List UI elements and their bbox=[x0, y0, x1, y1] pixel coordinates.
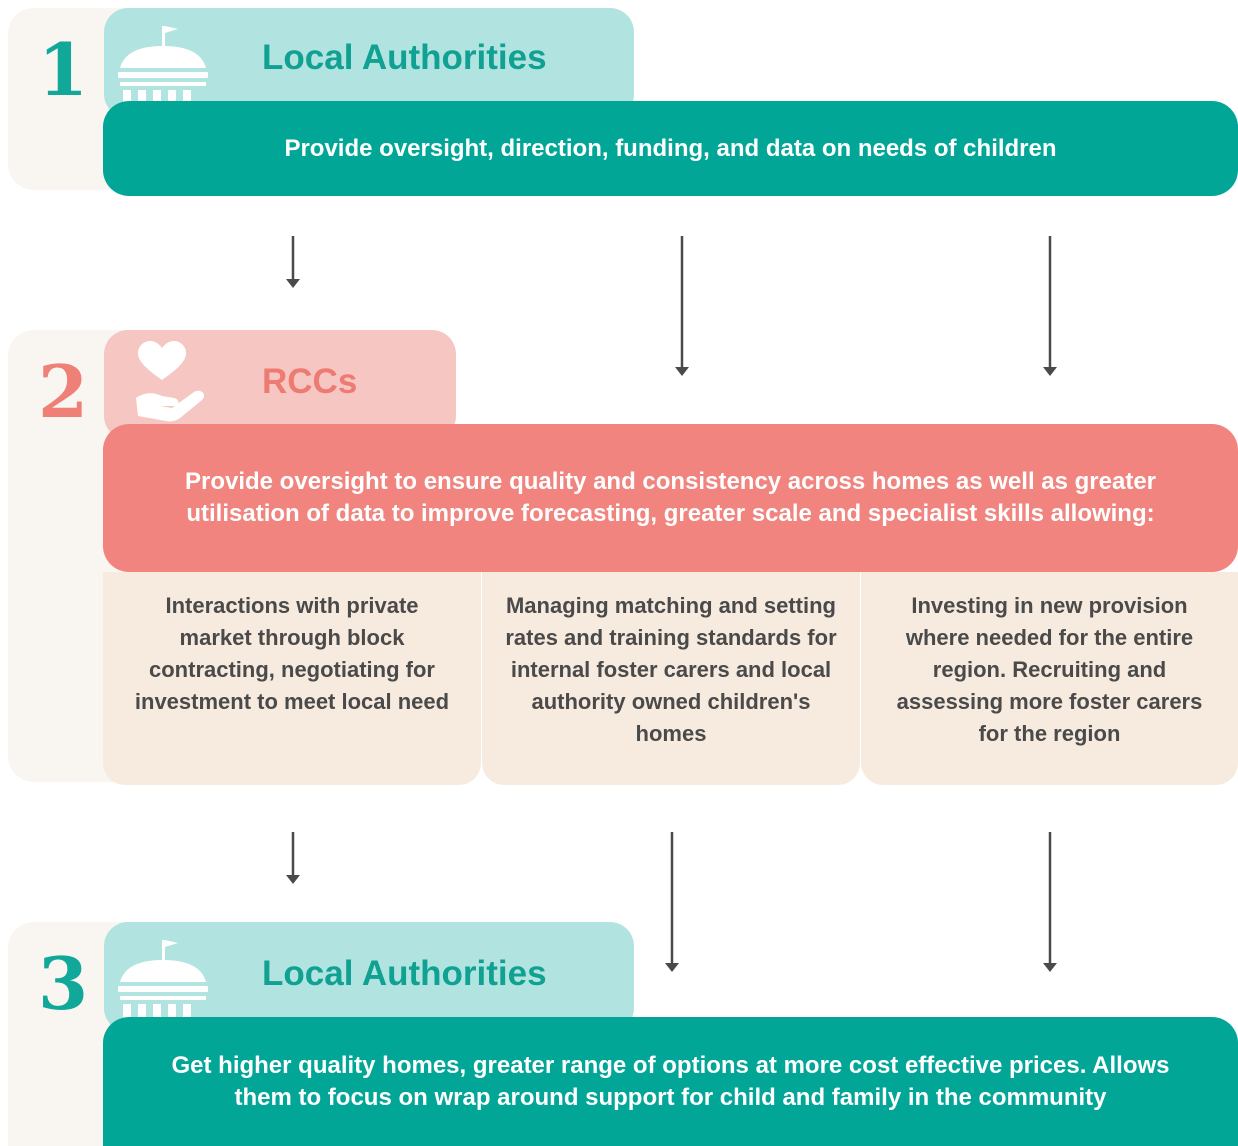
arrow-down-icon bbox=[286, 832, 300, 884]
government-building-icon bbox=[118, 26, 208, 104]
arrow-down-icon bbox=[675, 236, 689, 376]
heart-in-hand-icon bbox=[136, 341, 205, 422]
arrow-down-icon bbox=[665, 832, 679, 972]
detail-column-new-provision: Investing in new provision where needed … bbox=[861, 572, 1238, 785]
step-1-number: 1 bbox=[38, 27, 89, 112]
government-building-icon bbox=[118, 940, 208, 1018]
step-1-title: Local Authorities bbox=[262, 38, 547, 77]
step-3-number: 3 bbox=[38, 941, 89, 1026]
detail-column-private-market: Interactions with private market through… bbox=[103, 572, 481, 785]
step-2-description-bar: Provide oversight to ensure quality and … bbox=[103, 424, 1238, 572]
step-1-description-bar: Provide oversight, direction, funding, a… bbox=[103, 101, 1238, 196]
step-3-title: Local Authorities bbox=[262, 954, 547, 993]
step-2-number: 2 bbox=[38, 349, 89, 434]
detail-column-matching: Managing matching and setting rates and … bbox=[482, 572, 860, 785]
arrow-down-icon bbox=[286, 236, 300, 288]
arrow-down-icon bbox=[1043, 832, 1057, 972]
step-2-title: RCCs bbox=[262, 362, 358, 401]
step-3-description-bar: Get higher quality homes, greater range … bbox=[103, 1017, 1238, 1146]
arrow-down-icon bbox=[1043, 236, 1057, 376]
